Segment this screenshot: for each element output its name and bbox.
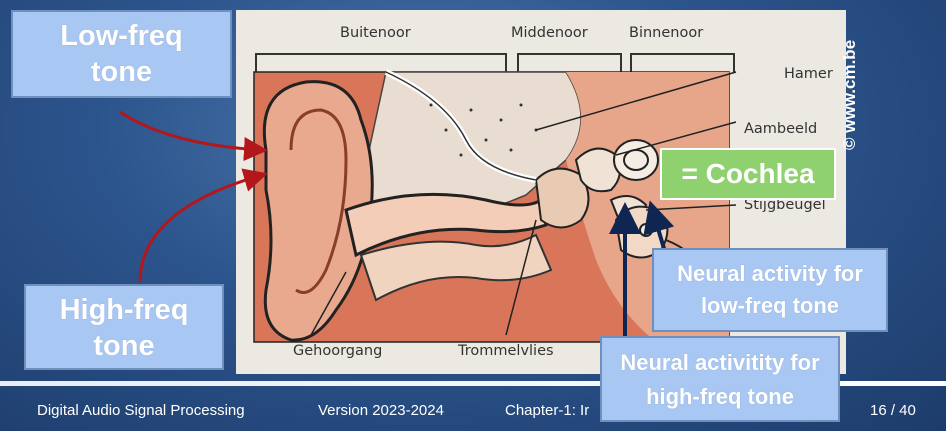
cochlea-label: = Cochlea (660, 148, 836, 200)
high-freq-callout: High-freq tone (24, 284, 224, 370)
neural-high-callout: Neural activitity for high-freq tone (600, 336, 840, 422)
low-freq-text: Low-freq tone (47, 18, 197, 90)
label-trommelvlies: Trommelvlies (458, 343, 554, 359)
label-binnenoor: Binnenoor (629, 25, 703, 41)
label-hamer: Hamer (784, 66, 833, 82)
high-freq-text: High-freq tone (49, 292, 199, 364)
neural-low-text: Neural activity for low-freq tone (670, 258, 870, 322)
copyright-text: © www.cm.be (840, 130, 946, 150)
label-gehoorgang: Gehoorgang (293, 343, 382, 359)
footer-course: Digital Audio Signal Processing (37, 402, 245, 419)
low-freq-callout: Low-freq tone (11, 10, 232, 98)
footer-chapter: Chapter-1: Ir (505, 402, 589, 419)
cochlea-text: = Cochlea (681, 158, 814, 190)
footer-page-number: 16 / 40 (870, 402, 916, 419)
label-middenoor: Middenoor (511, 25, 588, 41)
label-buitenoor: Buitenoor (340, 25, 411, 41)
footer-version: Version 2023-2024 (318, 402, 444, 419)
label-aambeeld: Aambeeld (744, 121, 817, 137)
neural-high-text: Neural activitity for high-freq tone (615, 346, 825, 414)
neural-low-callout: Neural activity for low-freq tone (652, 248, 888, 332)
